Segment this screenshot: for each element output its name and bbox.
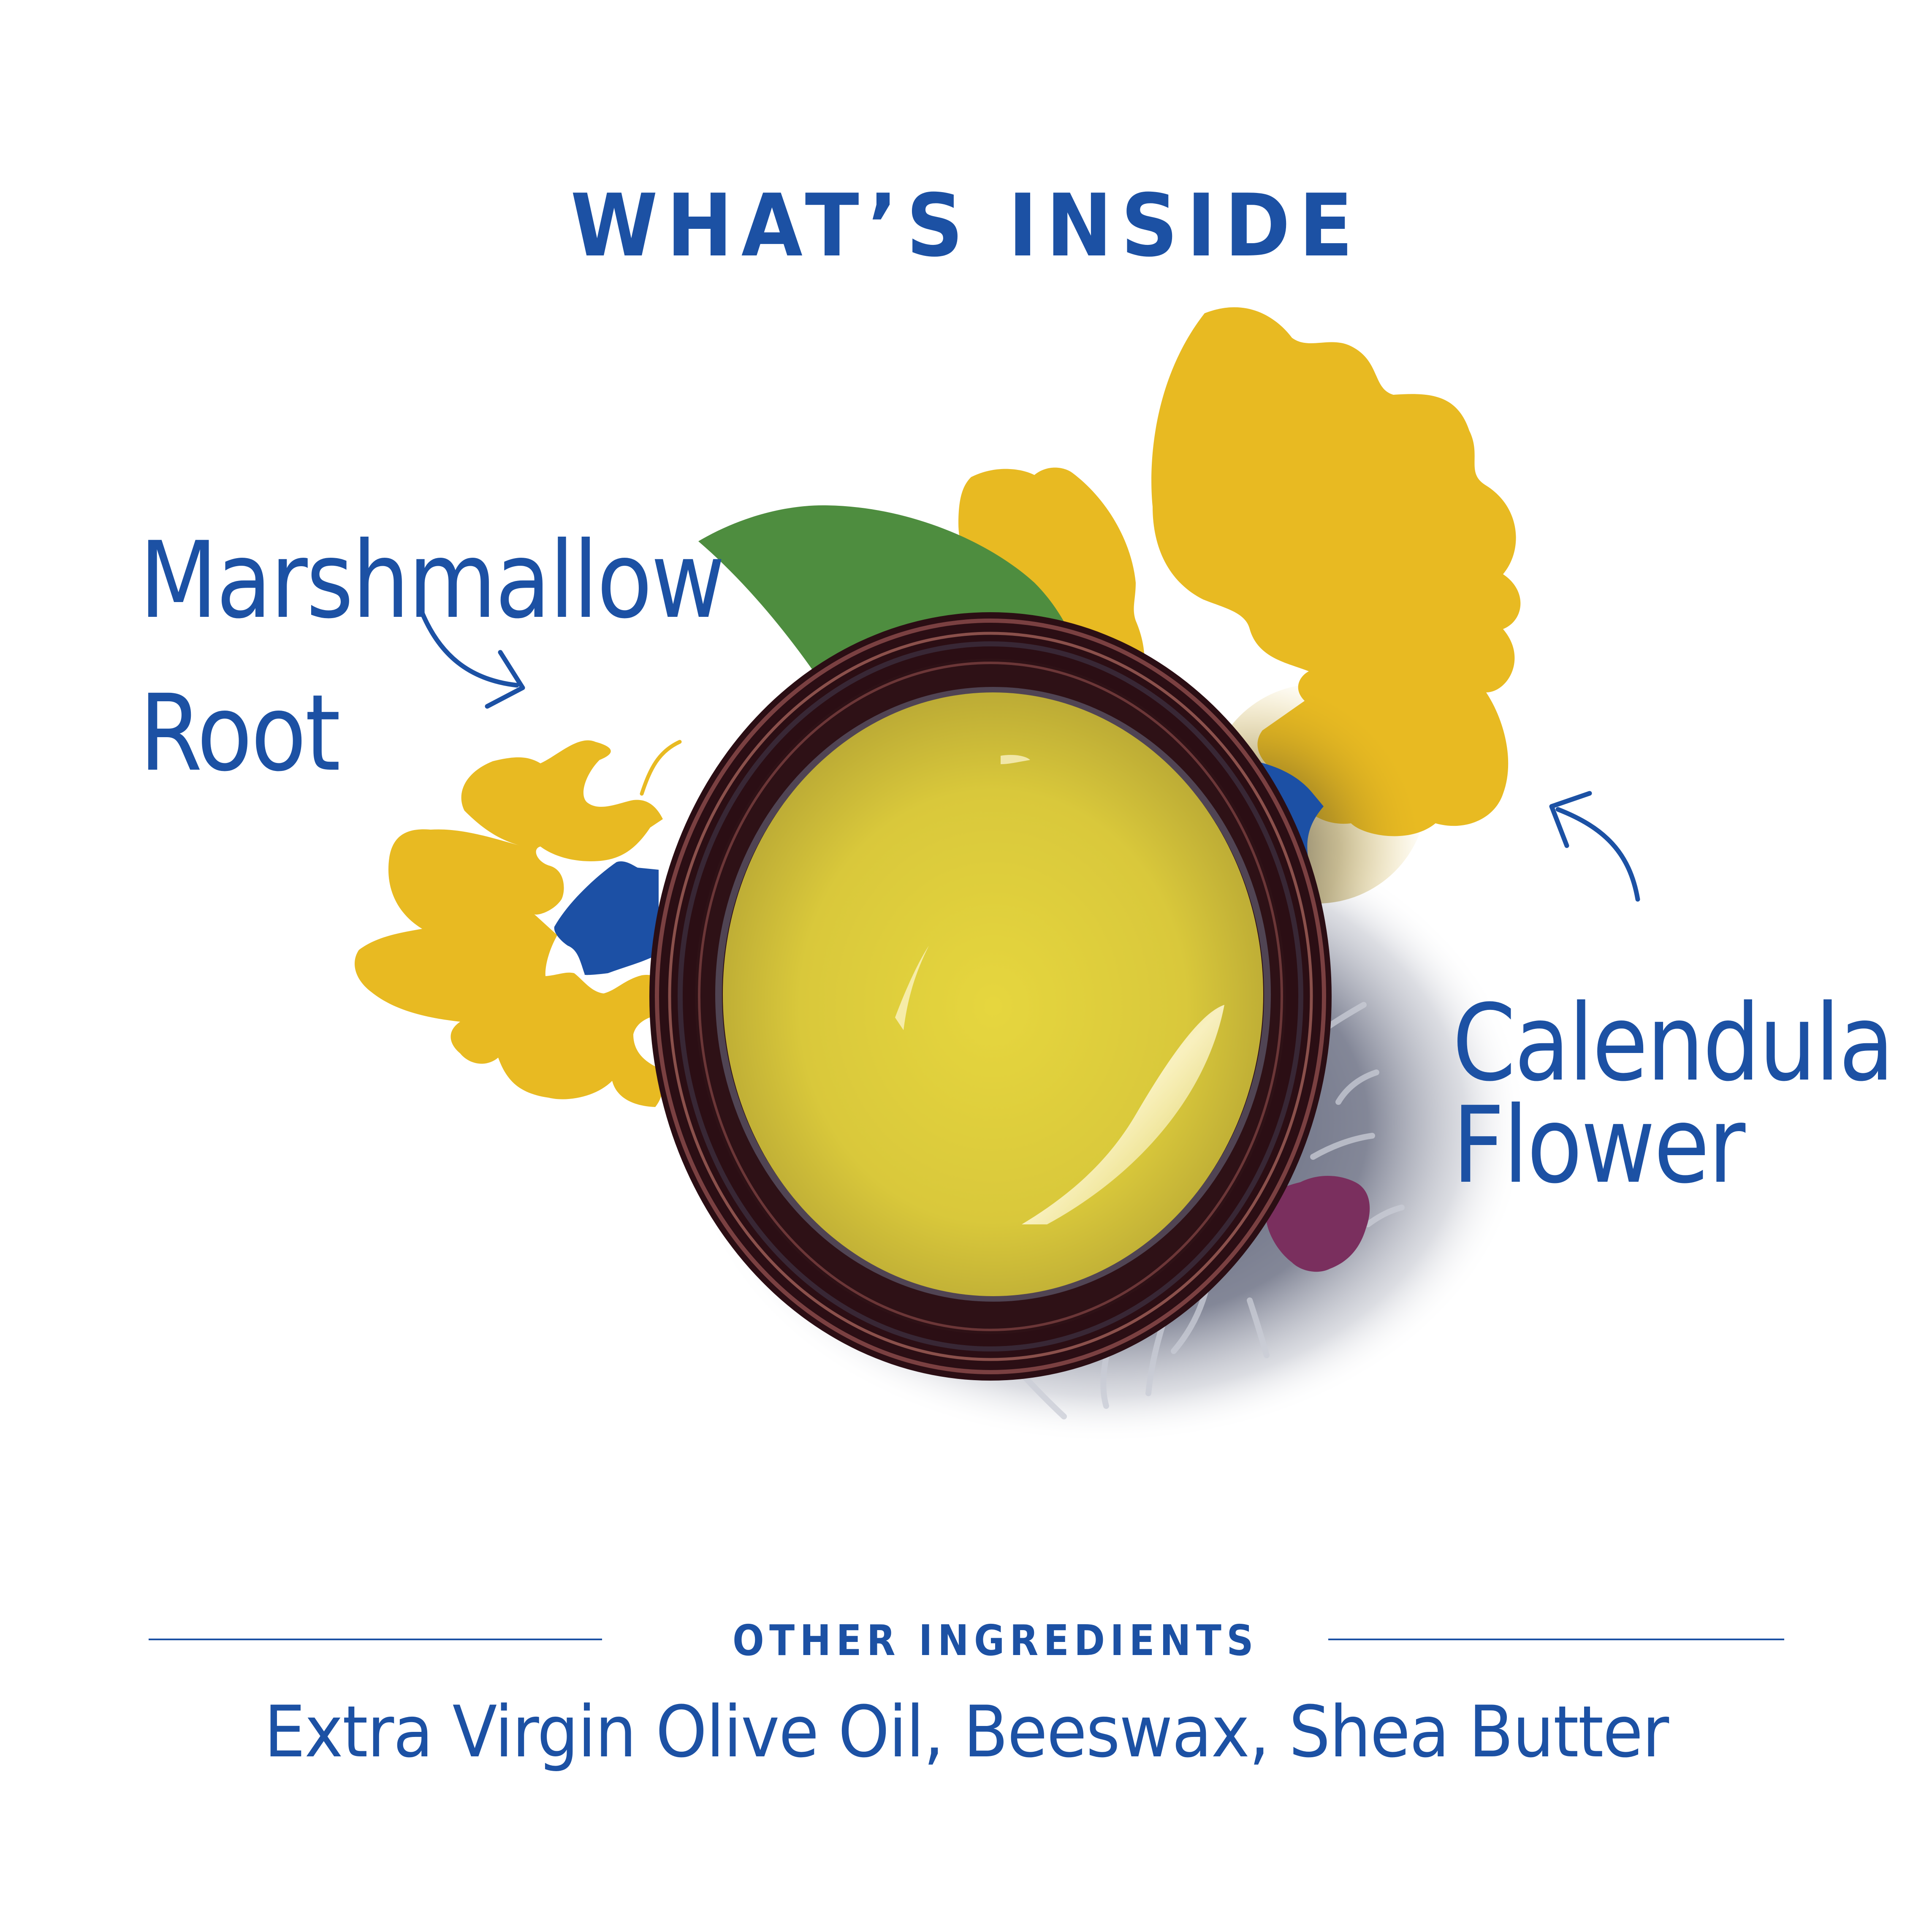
divider-right <box>1328 1639 1784 1640</box>
balm-surface <box>723 692 1263 1296</box>
other-ingredients-heading: OTHER INGREDIENTS <box>733 1616 1259 1665</box>
callout-calendula-line1: Calendula <box>1452 982 1894 1104</box>
callout-marshmallow-line1: Marshmallow <box>139 519 725 642</box>
balm-highlight-top <box>1001 755 1030 764</box>
other-ingredients-list: Extra Virgin Olive Oil, Beeswax, Shea Bu… <box>264 1690 1669 1773</box>
balm-highlight-small <box>895 946 929 1030</box>
page-title: WHAT’S INSIDE <box>570 176 1362 276</box>
balm-highlight <box>1022 1005 1224 1224</box>
balm-jar <box>649 612 1332 1381</box>
callout-calendula-line2: Flower <box>1452 1084 1745 1207</box>
plum-petal-bottom <box>1266 1176 1370 1272</box>
calendula-petal-large-right <box>1151 307 1521 836</box>
arrow-down-right-icon <box>419 608 525 709</box>
calendula-petals-left <box>355 740 676 1107</box>
callout-marshmallow-line2: Root <box>139 672 341 795</box>
calendula-stem <box>640 740 682 796</box>
blue-petal-left <box>554 861 659 975</box>
divider-left <box>149 1639 602 1640</box>
arrow-up-left-icon <box>1549 791 1640 902</box>
